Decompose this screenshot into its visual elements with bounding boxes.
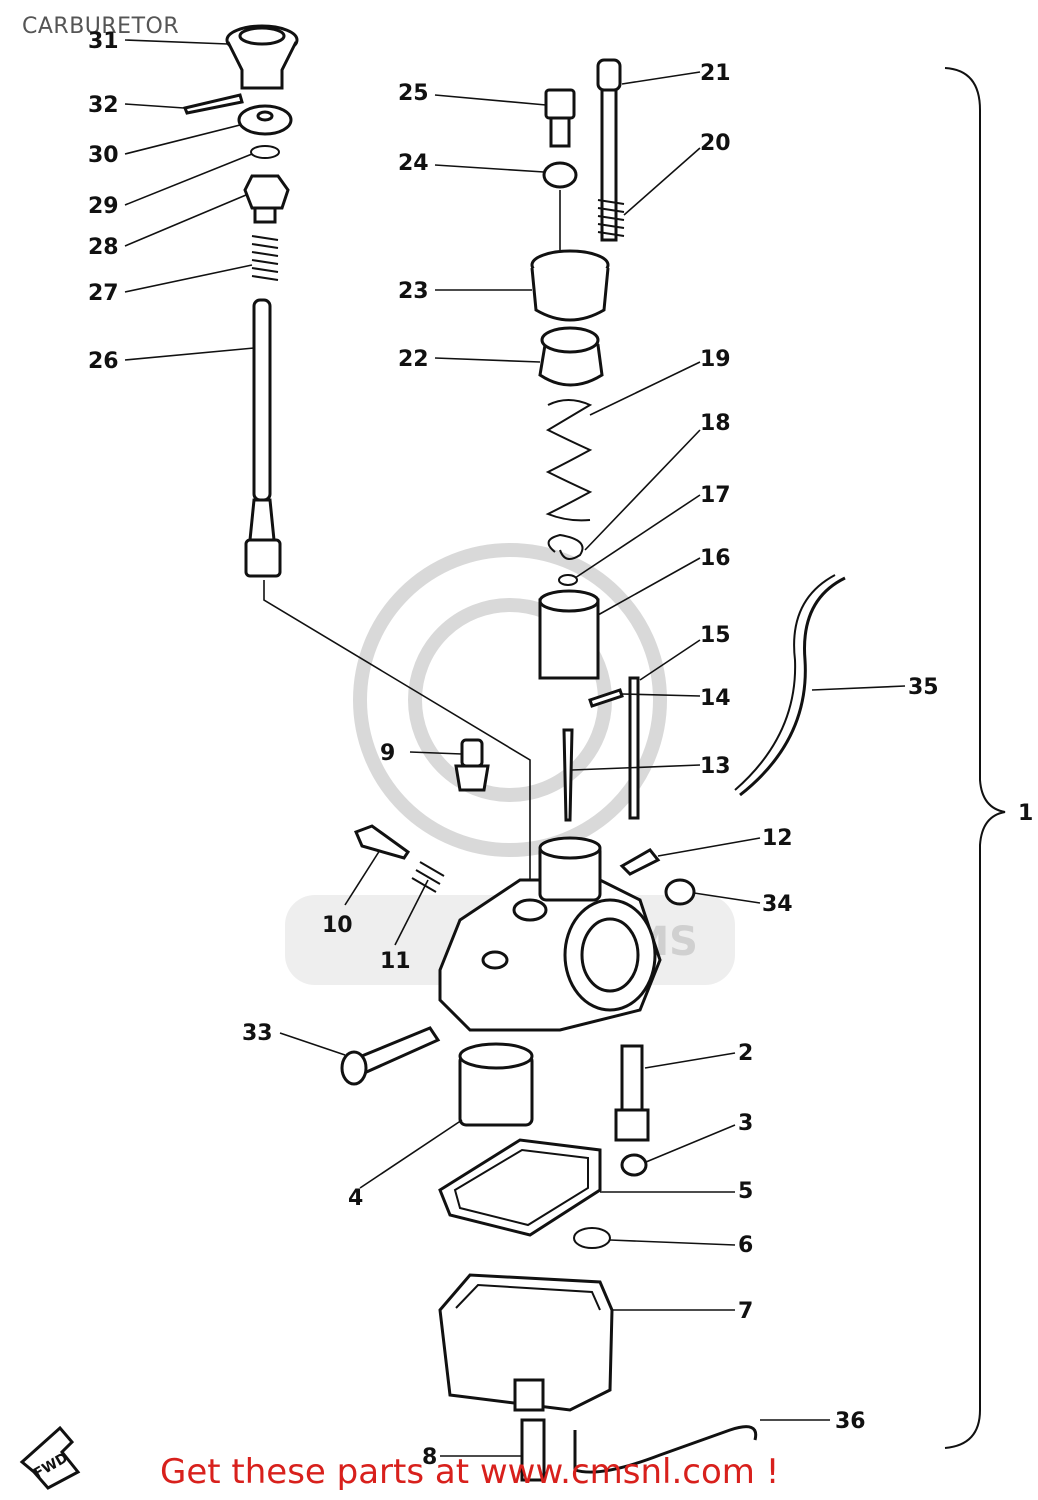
callout-5: 5 bbox=[738, 1179, 753, 1204]
part-36-hose bbox=[573, 1425, 758, 1474]
part-9-fitting bbox=[454, 738, 490, 792]
part-12-screw bbox=[619, 848, 661, 876]
part-28-nut bbox=[243, 174, 290, 224]
callout-30: 30 bbox=[88, 143, 119, 168]
part-18-clip bbox=[547, 533, 584, 560]
part-34-nut bbox=[664, 878, 696, 906]
footer-promo-text: Get these parts at www.cmsnl.com ! bbox=[160, 1452, 780, 1492]
callout-16: 16 bbox=[700, 546, 731, 571]
callout-9: 9 bbox=[380, 741, 395, 766]
part-26-rod bbox=[244, 298, 282, 578]
callout-23: 23 bbox=[398, 279, 429, 304]
callout-32: 32 bbox=[88, 93, 119, 118]
callout-25: 25 bbox=[398, 81, 429, 106]
part-4-float bbox=[458, 1042, 534, 1127]
part-15-pin bbox=[628, 676, 640, 820]
callout-33: 33 bbox=[242, 1021, 273, 1046]
part-6-oring bbox=[573, 1227, 611, 1249]
part-7-float-bowl bbox=[438, 1273, 614, 1412]
callout-21: 21 bbox=[700, 61, 731, 86]
part-27-spring bbox=[251, 235, 279, 281]
part-29-clip bbox=[250, 145, 280, 159]
part-5-gasket bbox=[438, 1138, 602, 1237]
callout-7: 7 bbox=[738, 1299, 753, 1324]
callout-22: 22 bbox=[398, 347, 429, 372]
part-16-slide bbox=[538, 589, 600, 680]
part-31-cap bbox=[225, 24, 299, 90]
callout-29: 29 bbox=[88, 194, 119, 219]
part-8-drain-screw bbox=[520, 1418, 546, 1482]
part-33-screw-head bbox=[340, 1050, 368, 1086]
part-5-gasket-inner bbox=[453, 1148, 589, 1227]
part-10-screw bbox=[354, 824, 411, 860]
part-19-spring bbox=[545, 399, 593, 522]
fwd-arrow-icon: FWD bbox=[19, 1425, 81, 1490]
part-23-top-nut bbox=[530, 249, 610, 322]
callout-20: 20 bbox=[700, 131, 731, 156]
callout-12: 12 bbox=[762, 826, 793, 851]
callout-11: 11 bbox=[380, 949, 411, 974]
callout-27: 27 bbox=[88, 281, 119, 306]
callout-18: 18 bbox=[700, 411, 731, 436]
part-25-bolt bbox=[544, 88, 576, 148]
callout-24: 24 bbox=[398, 151, 429, 176]
part-21-adjuster bbox=[596, 58, 622, 242]
callout-36: 36 bbox=[835, 1409, 866, 1434]
part-2-jet bbox=[620, 1044, 644, 1118]
callout-19: 19 bbox=[700, 347, 731, 372]
callout-26: 26 bbox=[88, 349, 119, 374]
assembly-bracket bbox=[944, 67, 1006, 1449]
part-35-hose-outline bbox=[734, 574, 836, 791]
part-24-nut bbox=[542, 161, 578, 189]
callout-13: 13 bbox=[700, 754, 731, 779]
callout-34: 34 bbox=[762, 892, 793, 917]
callout-15: 15 bbox=[700, 623, 731, 648]
part-2-jet-base bbox=[614, 1108, 650, 1142]
callout-10: 10 bbox=[322, 913, 353, 938]
callout-8: 8 bbox=[422, 1445, 437, 1470]
part-30-washer bbox=[237, 104, 293, 136]
part-20-spring bbox=[597, 199, 625, 237]
callout-17: 17 bbox=[700, 483, 731, 508]
callout-31: 31 bbox=[88, 29, 119, 54]
callout-6: 6 bbox=[738, 1233, 753, 1258]
callout-14: 14 bbox=[700, 686, 731, 711]
callout-labels: 31 32 30 29 28 27 26 25 24 23 22 21 20 1… bbox=[88, 29, 939, 1470]
part-32-pin bbox=[182, 93, 244, 115]
callout-28: 28 bbox=[88, 235, 119, 260]
part-3-main-jet bbox=[620, 1153, 648, 1177]
callout-1: 1 bbox=[1018, 801, 1033, 826]
callout-4: 4 bbox=[348, 1186, 363, 1211]
diagram-title: CARBURETOR bbox=[22, 14, 180, 39]
part-11-spring bbox=[411, 861, 445, 893]
callout-2: 2 bbox=[738, 1041, 753, 1066]
callout-35: 35 bbox=[908, 675, 939, 700]
rod-axis-line bbox=[263, 580, 531, 900]
callout-3: 3 bbox=[738, 1111, 753, 1136]
carburetor-body bbox=[438, 836, 662, 1032]
part-35-hose bbox=[739, 576, 846, 797]
part-17-ring bbox=[558, 574, 578, 586]
part-14-clip bbox=[588, 688, 624, 708]
part-13-needle bbox=[562, 728, 574, 822]
part-22-cap bbox=[538, 326, 604, 387]
leader-lines bbox=[124, 39, 906, 1457]
